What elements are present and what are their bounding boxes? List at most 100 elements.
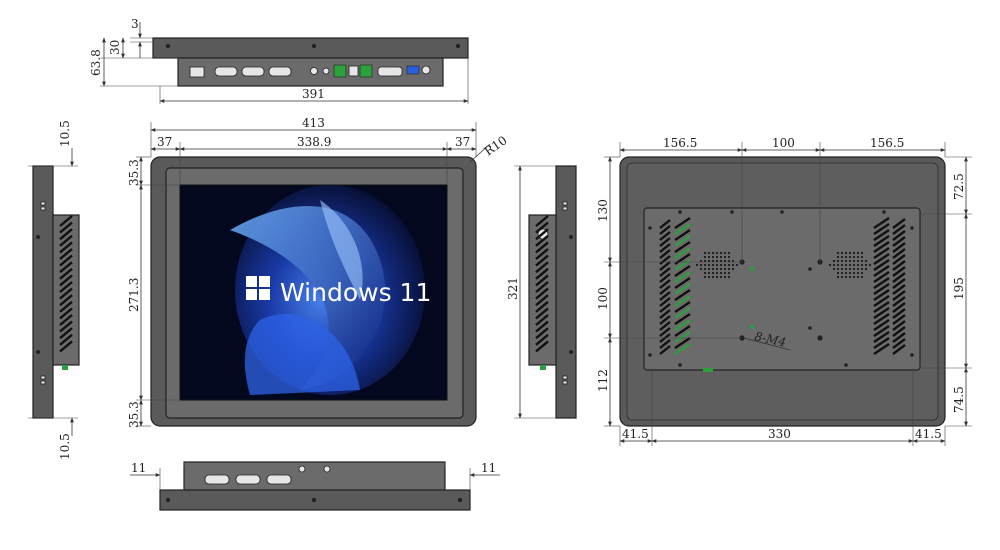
vent-slot (535, 307, 549, 320)
speaker-hole (844, 263, 848, 267)
vent-slot (59, 340, 73, 353)
speaker-hole (832, 263, 836, 267)
dim-top-thickness: 3 (131, 17, 139, 31)
dim-edge-left: 41.5 (622, 427, 649, 441)
speaker-hole (719, 263, 723, 267)
speaker-hole (719, 259, 723, 263)
vent-slot (535, 228, 549, 241)
vent-slot (59, 241, 73, 254)
speaker-hole (715, 259, 719, 263)
speaker-hole (711, 259, 715, 263)
vent-slot (535, 234, 549, 247)
speaker-hole (707, 263, 711, 267)
speaker-hole (848, 271, 852, 275)
vent-slot (59, 294, 73, 307)
vent-slot (59, 307, 73, 320)
vent-slot (59, 221, 73, 234)
speaker-hole (852, 267, 856, 271)
vent-slot (59, 274, 73, 287)
vent-slot (873, 241, 890, 253)
speaker-hole (856, 255, 860, 259)
vent-slot (892, 230, 906, 241)
speaker-hole (715, 267, 719, 271)
speaker-hole (844, 255, 848, 259)
vent-slot (659, 327, 671, 337)
dim-overall-width: 413 (302, 116, 325, 130)
vent-slot (674, 253, 691, 265)
speaker-hole (844, 251, 848, 255)
left-side-view: 10.5 10.5 (28, 120, 80, 460)
speaker-hole (703, 259, 707, 263)
speaker-hole (840, 275, 844, 279)
vent-slot (892, 254, 906, 265)
speaker-hole (856, 259, 860, 263)
vent-slot (873, 337, 890, 349)
vent-slot (674, 289, 691, 301)
speaker-hole (703, 267, 707, 271)
vent-slot (674, 313, 691, 325)
vent-slot (674, 229, 691, 241)
speaker-hole (727, 255, 731, 259)
dim-edge-right: 41.5 (915, 427, 942, 441)
vent-slot (535, 261, 549, 274)
speaker-hole (715, 251, 719, 255)
dim-total-depth: 63.8 (89, 49, 103, 76)
speaker-hole (731, 267, 735, 271)
vent-slot (535, 333, 549, 346)
vent-slot (674, 277, 691, 289)
vent-slot (59, 228, 73, 241)
speaker-hole (860, 251, 864, 255)
vent-slot (59, 234, 73, 247)
speaker-hole (711, 263, 715, 267)
vent-slot (873, 343, 890, 355)
speaker-hole (836, 259, 840, 263)
speaker-hole (844, 271, 848, 275)
speaker-hole (856, 267, 860, 271)
front-view: Windows 11 413 37 338.9 37 R10 35.3 271.… (127, 116, 510, 428)
speaker-hole (699, 267, 703, 271)
vent-slot (892, 344, 906, 355)
vent-slot (59, 314, 73, 326)
speaker-hole (723, 271, 727, 275)
vent-slot (873, 289, 890, 301)
dim-bottom-margin-left: 11 (131, 461, 146, 475)
back-housing (643, 207, 921, 371)
vent-slot (535, 300, 549, 313)
vent-slot (659, 291, 671, 301)
vent-slot (59, 300, 73, 313)
speaker-hole (723, 275, 727, 279)
vent-slot (535, 281, 549, 293)
dim-bottom-margin-right: 11 (481, 461, 496, 475)
vent-slot (892, 302, 906, 313)
vent-slot (674, 331, 691, 343)
speaker-hole (856, 251, 860, 255)
speaker-hole (848, 251, 852, 255)
speaker-hole (711, 275, 715, 279)
speaker-hole (695, 263, 699, 267)
vent-slot (59, 248, 73, 260)
vent-slot (659, 285, 671, 295)
vent-slot (674, 319, 691, 331)
speaker-hole (711, 267, 715, 271)
speaker-hole (856, 263, 860, 267)
speaker-hole (723, 263, 727, 267)
vent-slot (892, 332, 906, 343)
speaker-hole (852, 271, 856, 275)
vent-slot (892, 272, 906, 283)
speaker-hole (856, 275, 860, 279)
vent-slot (59, 254, 73, 267)
vent-slot (659, 261, 671, 271)
speaker-hole (707, 275, 711, 279)
speaker-hole (723, 251, 727, 255)
speaker-hole (731, 259, 735, 263)
speaker-hole (727, 251, 731, 255)
vent-slot (892, 260, 906, 271)
vent-slot (674, 283, 691, 295)
dim-screen-width: 338.9 (297, 135, 331, 149)
vent-slot (674, 223, 691, 235)
vent-slot (535, 314, 549, 326)
speaker-hole (711, 255, 715, 259)
speaker-hole (727, 263, 731, 267)
speaker-hole (860, 267, 864, 271)
speaker-hole (735, 263, 739, 267)
